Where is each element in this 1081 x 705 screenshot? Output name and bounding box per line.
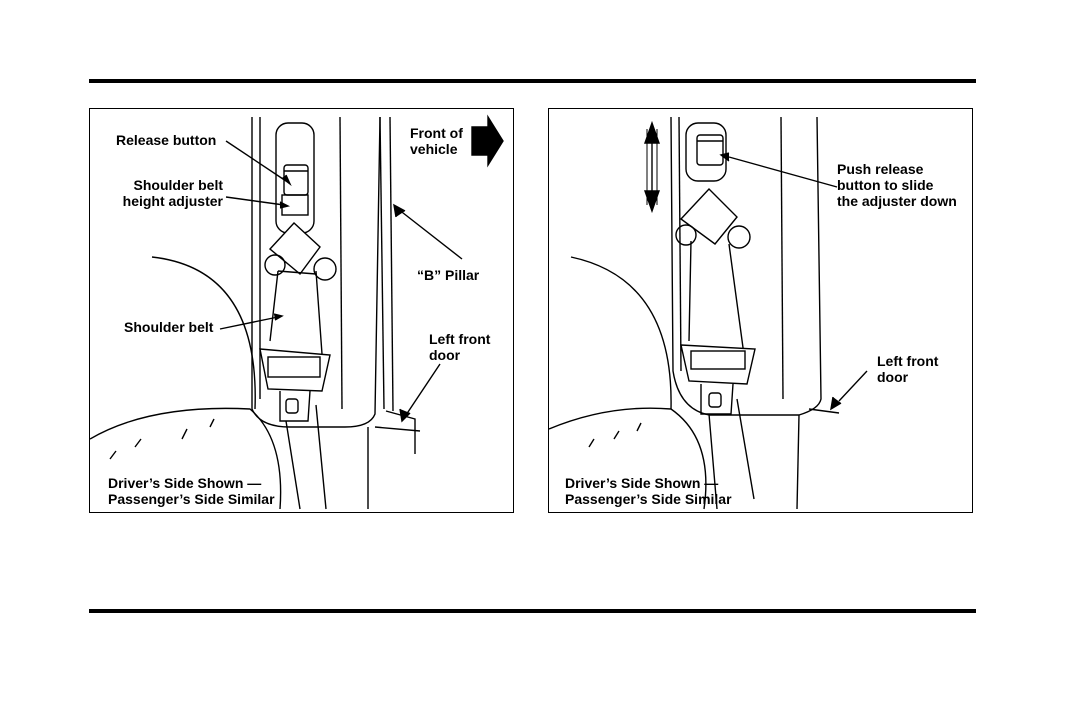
bottom-rule <box>89 609 976 613</box>
figure-caption: Driver’s Side Shown —Passenger’s Side Si… <box>565 475 732 507</box>
label-shoulder-belt: Shoulder belt <box>124 319 213 335</box>
seatbelt-illustration-left <box>90 109 514 513</box>
top-rule <box>89 79 976 83</box>
label-b-pillar: “B” Pillar <box>417 267 479 283</box>
figure-caption: Driver’s Side Shown —Passenger’s Side Si… <box>108 475 275 507</box>
label-release-button: Release button <box>116 132 216 148</box>
